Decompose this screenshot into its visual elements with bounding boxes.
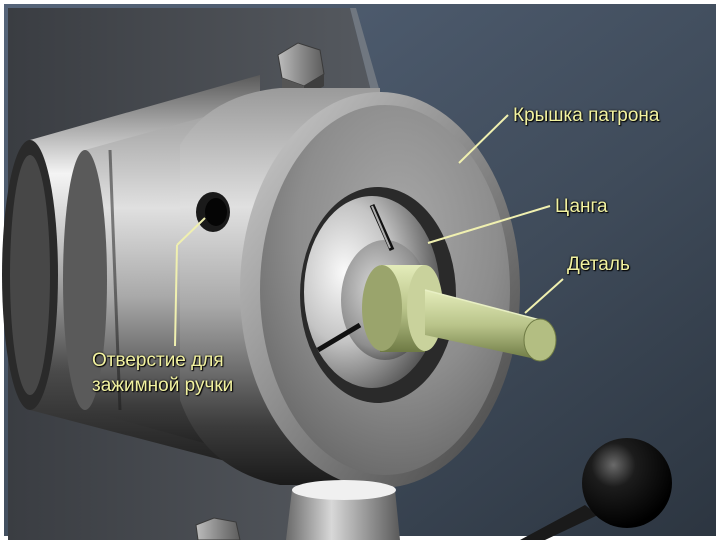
clamp-handle-knob xyxy=(582,438,672,528)
label-handle-hole-line1: Отверстие для xyxy=(92,348,233,373)
label-collet: Цанга xyxy=(555,194,608,219)
handle-hole xyxy=(196,192,230,232)
lathe-post xyxy=(286,480,400,540)
label-handle-hole-line2: зажимной ручки xyxy=(92,373,233,398)
label-handle-hole: Отверстие для зажимной ручки xyxy=(92,348,233,398)
label-workpiece: Деталь xyxy=(567,252,630,277)
label-chuck-cap: Крышка патрона xyxy=(513,103,659,128)
